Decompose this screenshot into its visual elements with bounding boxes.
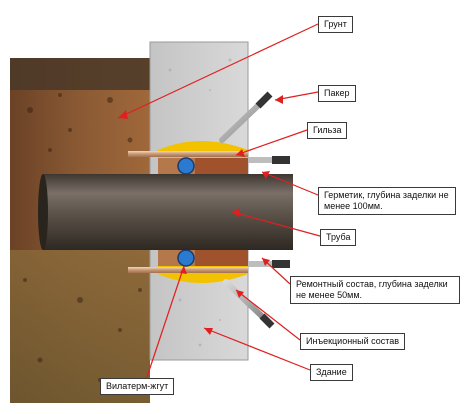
label-gilza: Гильза <box>307 122 348 139</box>
packer-upper <box>219 91 273 143</box>
arrow-heads <box>118 95 283 335</box>
wall-texture <box>168 58 232 347</box>
sealant-top <box>195 158 248 174</box>
label-remont: Ремонтный состав, глубина заделки не мен… <box>290 276 460 304</box>
packer-side-top <box>248 156 290 164</box>
label-paker: Пакер <box>318 85 356 102</box>
sleeve-top <box>128 151 248 157</box>
label-germetik: Герметик, глубина заделки не менее 100мм… <box>318 187 456 215</box>
lower-soil-layer <box>10 250 150 403</box>
callout-arrows <box>117 23 321 381</box>
vilaterm-cord-bottom <box>177 249 195 267</box>
label-zdanie: Здание <box>310 364 353 381</box>
sealant-bottom <box>195 250 248 266</box>
label-grunt: Грунт <box>318 16 353 33</box>
sleeve-bottom <box>128 267 248 273</box>
topsoil-layer <box>10 58 150 90</box>
packer-lower <box>223 279 275 329</box>
soil-texture <box>23 93 142 382</box>
label-inject: Инъекционный состав <box>300 333 406 350</box>
pipe-end <box>38 174 48 250</box>
label-vilaterm: Вилатерм-жгут <box>100 378 175 395</box>
vilaterm-cord-top <box>177 157 195 175</box>
label-truba: Труба <box>320 229 357 246</box>
pipe <box>43 174 293 250</box>
